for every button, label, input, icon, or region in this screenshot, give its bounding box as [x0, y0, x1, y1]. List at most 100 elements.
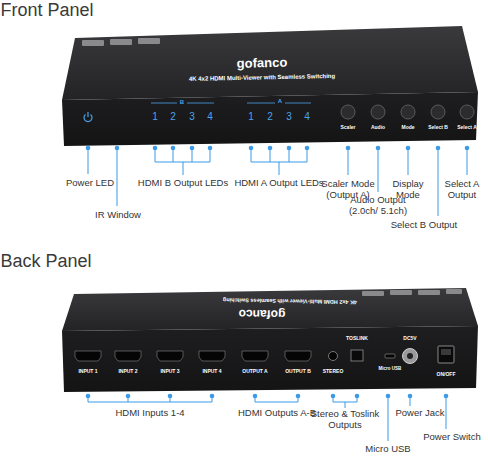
leader-line — [408, 148, 409, 175]
callout-label: Power Jack — [395, 407, 444, 418]
callout-label: Micro USB — [365, 443, 410, 454]
callout-label: Stereo & Toslink Outputs — [304, 408, 386, 431]
callout-label: IR Window — [95, 209, 141, 220]
hdmi-port — [115, 351, 141, 361]
push-button — [431, 105, 445, 119]
button-label: Mode — [401, 124, 414, 130]
leader-dot — [376, 146, 381, 151]
callout-label: Select B Output — [391, 219, 458, 230]
leader-dot — [305, 146, 310, 151]
push-button — [371, 105, 385, 119]
led-number: 3 — [189, 111, 195, 123]
led-bracket — [285, 103, 311, 104]
port-label: INPUT 1 — [78, 368, 97, 374]
button-label: Audio — [371, 124, 385, 130]
callout-label: HDMI Inputs 1-4 — [115, 407, 184, 418]
callout-label: HDMI Outputs A-B — [238, 407, 316, 418]
led-bracket — [151, 103, 177, 104]
led-bracket — [247, 103, 275, 104]
led-number: 4 — [304, 111, 310, 123]
port-label: TOSLINK — [346, 335, 368, 341]
section-heading: Back Panel — [0, 251, 91, 273]
device-back-face — [62, 326, 478, 392]
power-symbol — [87, 112, 88, 117]
device-top — [62, 26, 478, 100]
leader-line — [255, 402, 298, 403]
button-label: Select B — [428, 124, 448, 130]
leader-dot — [331, 394, 336, 399]
callout-label: HDMI B Output LEDs — [138, 177, 228, 188]
leader-dot — [406, 146, 411, 151]
port-label: OUTPUT B — [285, 368, 311, 374]
leader-line — [378, 148, 379, 192]
callout-label: Display Mode — [388, 178, 428, 201]
leader-line — [345, 402, 346, 408]
hdmi-port — [199, 351, 225, 361]
hdmi-port — [242, 351, 268, 361]
hdmi-port — [157, 351, 183, 361]
leader-dot — [190, 146, 195, 151]
sticker — [446, 289, 462, 294]
leader-line — [117, 148, 118, 206]
leader-dot — [115, 146, 120, 151]
leader-dot — [346, 146, 351, 151]
leader-dot — [465, 146, 470, 151]
port-label: DC5V — [403, 335, 416, 341]
product-name: 4K 4x2 HDMI Multi-Viewer with Seamless S… — [223, 297, 357, 306]
port-label: STEREO — [323, 368, 344, 374]
port-label: OUTPUT A — [242, 368, 267, 374]
button-label: Select A — [457, 124, 477, 130]
led-group-letter: A — [278, 98, 282, 105]
sticker — [138, 38, 160, 44]
led-number: 3 — [286, 111, 292, 123]
leader-dot — [153, 146, 158, 151]
leader-dot — [268, 146, 273, 151]
hdmi-ports — [75, 351, 311, 361]
stereo-jack — [329, 352, 338, 361]
leader-dot — [444, 394, 449, 399]
leader-line — [88, 148, 89, 174]
led-number: 1 — [152, 111, 158, 123]
power-switch — [441, 349, 451, 355]
push-button — [460, 105, 474, 119]
leader-dot — [249, 146, 254, 151]
sticker — [418, 290, 440, 295]
callout-label: HDMI A Output LEDs — [234, 177, 323, 188]
brand-logo: gofanco — [237, 55, 288, 72]
section-heading: Front Panel — [0, 0, 93, 22]
led-number: 2 — [170, 111, 176, 123]
callout-label: Power Switch — [423, 431, 481, 442]
led-number: 4 — [207, 111, 213, 123]
leader-dot — [253, 394, 258, 399]
leader-dot — [86, 146, 91, 151]
hdmi-port — [285, 351, 311, 361]
leader-dot — [436, 146, 441, 151]
leader-line — [88, 402, 212, 403]
power-switch — [438, 346, 454, 363]
leader-dot — [168, 394, 173, 399]
leader-line — [279, 162, 280, 175]
leader-lines — [88, 396, 446, 441]
sticker — [362, 291, 384, 296]
led-number: 1 — [248, 111, 254, 123]
leader-dot — [86, 394, 91, 399]
led-number: 2 — [267, 111, 273, 123]
led-bracket — [187, 103, 214, 104]
leader-lines — [88, 148, 467, 216]
sticker — [390, 290, 412, 295]
brand-logo: gofanco — [239, 306, 286, 321]
led-group-letter: B — [180, 99, 184, 106]
leader-line — [388, 396, 389, 441]
leader-dots — [86, 146, 470, 151]
power-jack — [407, 353, 413, 359]
leader-line — [467, 148, 468, 175]
port-label: Micro USB — [379, 366, 402, 371]
button-label: Scaler — [340, 124, 355, 130]
leader-dot — [210, 394, 215, 399]
leader-dot — [408, 394, 413, 399]
leader-dot — [287, 146, 292, 151]
port-label: ON/OFF — [437, 371, 456, 377]
leader-line — [348, 148, 349, 175]
hdmi-port — [75, 351, 101, 361]
leader-dots — [86, 394, 449, 399]
